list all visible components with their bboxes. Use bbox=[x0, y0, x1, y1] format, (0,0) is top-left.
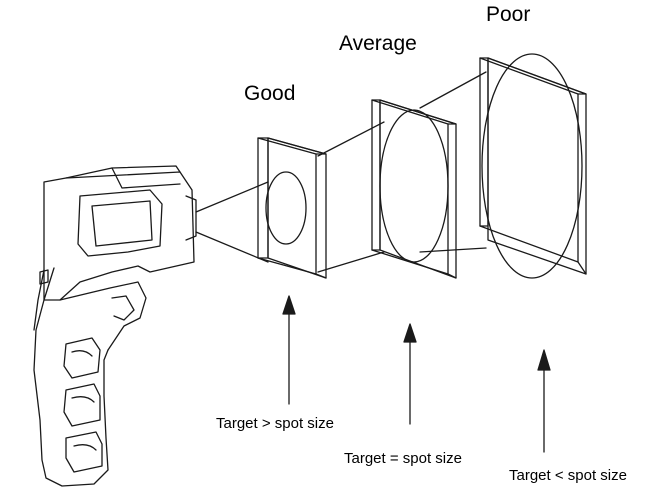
spot-circle-average bbox=[379, 109, 449, 263]
arrow-good bbox=[282, 295, 296, 405]
infrared-thermometer-icon bbox=[33, 165, 197, 487]
target-panel-poor bbox=[479, 53, 587, 279]
label-average: Average bbox=[339, 32, 417, 55]
beam-lines bbox=[195, 71, 487, 273]
label-good: Good bbox=[244, 82, 296, 105]
label-target-equal: Target = spot size bbox=[344, 450, 462, 467]
target-panel-good bbox=[257, 137, 327, 279]
spot-circle-good bbox=[265, 171, 307, 245]
arrow-average bbox=[403, 323, 417, 425]
target-panel-average bbox=[371, 99, 457, 279]
label-target-less: Target < spot size bbox=[509, 467, 627, 484]
arrow-poor bbox=[537, 349, 551, 453]
label-poor: Poor bbox=[486, 3, 531, 26]
label-target-greater: Target > spot size bbox=[216, 415, 334, 432]
spot-circle-poor bbox=[481, 53, 583, 279]
